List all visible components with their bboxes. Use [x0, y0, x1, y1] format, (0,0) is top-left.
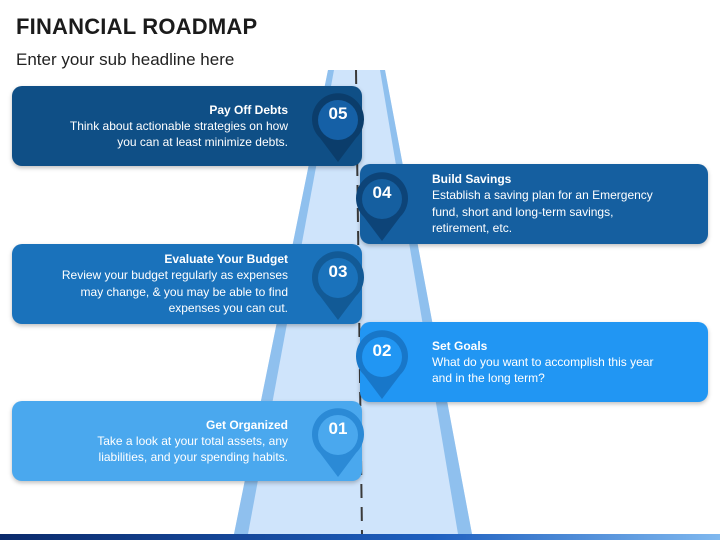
step-description-line: Establish a saving plan for an Emergency — [432, 188, 653, 203]
step-description-line: fund, short and long-term savings, — [432, 204, 614, 219]
step-title: Set Goals — [432, 338, 488, 353]
page-title: FINANCIAL ROADMAP — [16, 14, 258, 39]
step-description-line: What do you want to accomplish this year — [432, 354, 654, 369]
step-description-line: may change, & you may be able to find — [80, 284, 288, 299]
step-description-line: Review your budget regularly as expenses — [61, 268, 288, 283]
step-card-02: Set Goals What do you want to accomplish… — [360, 322, 708, 402]
step-card-03: Evaluate Your Budget Review your budget … — [12, 244, 362, 324]
footer-accent-bar — [0, 534, 720, 540]
page-subtitle: Enter your sub headline here — [16, 50, 235, 69]
step-number: 05 — [328, 104, 348, 123]
step-description-line: you can at least minimize debts. — [117, 135, 288, 149]
step-pin-04: 04 — [354, 167, 410, 243]
step-card-01: Get Organized Take a look at your total … — [12, 401, 362, 481]
step-description-line: Think about actionable strategies on how — [69, 118, 288, 133]
step-card-04: Build Savings Establish a saving plan fo… — [360, 164, 708, 244]
step-number: 04 — [372, 183, 392, 202]
step-card-05: Pay Off Debts Think about actionable str… — [12, 86, 362, 166]
step-description-line: and in the long term? — [432, 371, 545, 385]
step-number: 01 — [328, 419, 348, 438]
step-number: 02 — [372, 341, 392, 360]
step-description-line: retirement, etc. — [432, 221, 513, 236]
step-description-line: expenses you can cut. — [168, 301, 288, 316]
step-title: Pay Off Debts — [209, 102, 288, 117]
step-title: Get Organized — [205, 417, 288, 432]
step-pin-05: 05 — [310, 88, 366, 164]
step-pin-03: 03 — [310, 246, 366, 322]
step-description-line: liabilities, and your spending habits. — [98, 450, 288, 464]
step-description-line: Take a look at your total assets, any — [97, 433, 288, 448]
step-pin-01: 01 — [310, 403, 366, 479]
step-number: 03 — [328, 262, 348, 281]
step-title: Evaluate Your Budget — [164, 252, 288, 267]
step-title: Build Savings — [432, 172, 512, 187]
step-pin-02: 02 — [354, 325, 410, 401]
